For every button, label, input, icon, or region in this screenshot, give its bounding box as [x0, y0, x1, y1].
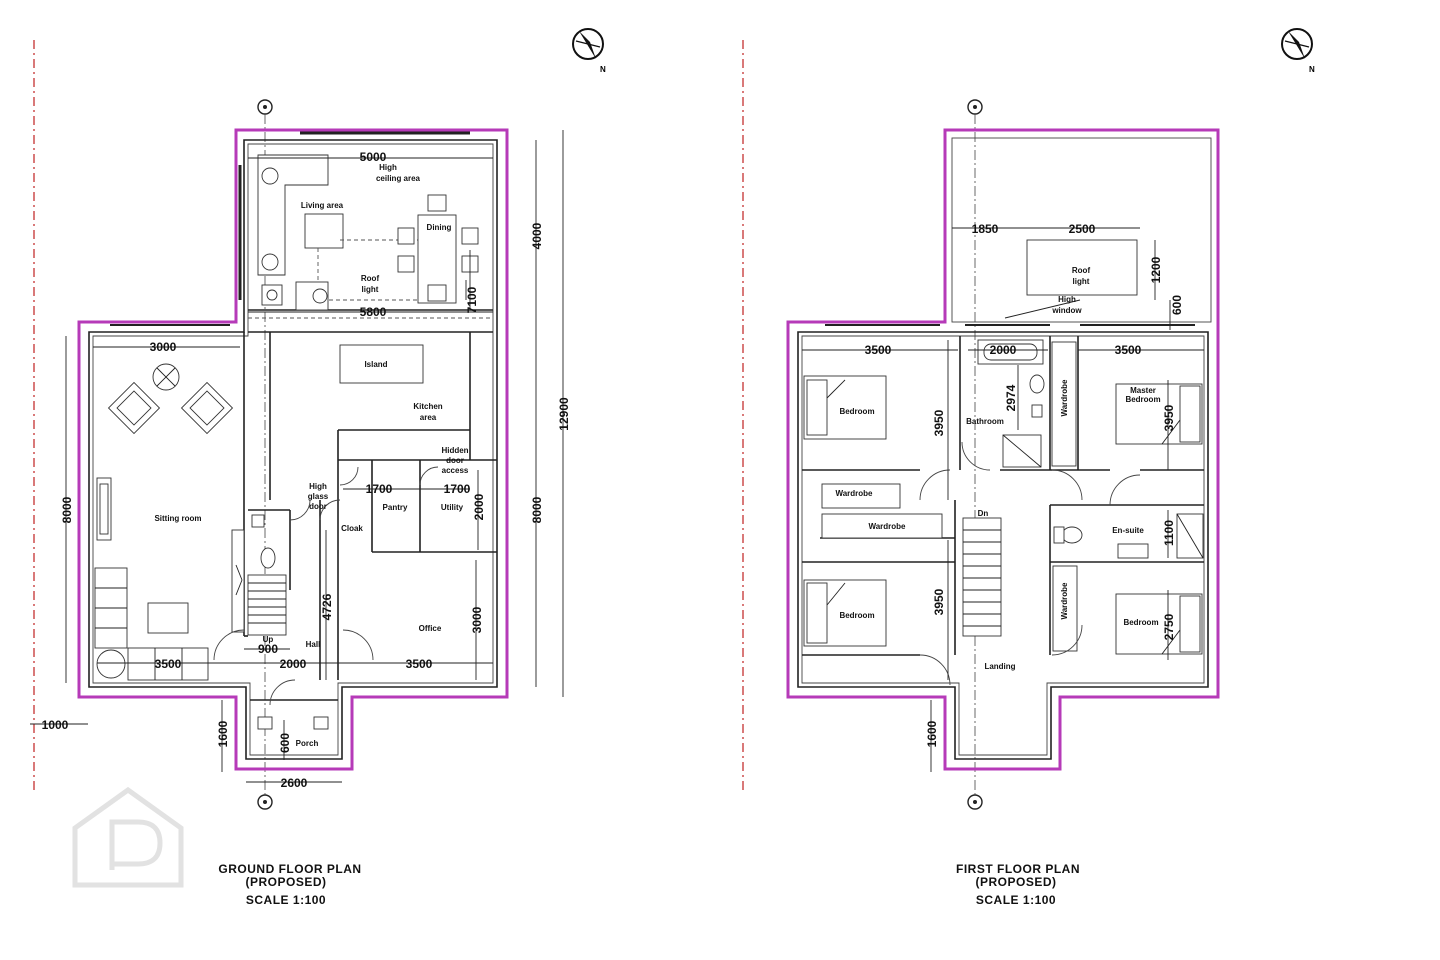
- ff-dim-3950-c: 3950: [932, 588, 946, 615]
- ff-room-label-master-2: Bedroom: [1125, 395, 1160, 404]
- dim-2000-utility: 2000: [472, 493, 486, 520]
- dim-900: 900: [258, 642, 278, 656]
- svg-text:N: N: [1309, 65, 1315, 74]
- room-label-hidden-door: Hidden: [441, 446, 468, 455]
- room-label-utility: Utility: [441, 503, 464, 512]
- ff-room-label-high-window: High: [1058, 295, 1076, 304]
- ff-dim-2500: 2500: [1069, 222, 1096, 236]
- ff-room-label-bedroom1: Bedroom: [839, 407, 874, 416]
- room-label-office: Office: [419, 624, 442, 633]
- ff-dim-600: 600: [1170, 295, 1184, 315]
- ff-room-label-bedroom2: Bedroom: [839, 611, 874, 620]
- first-floor-plan: Roof light High window Bedroom Bathroom …: [786, 128, 1220, 907]
- ground-floor-scale: SCALE 1:100: [246, 893, 326, 907]
- room-label-kitchen: Kitchen: [413, 402, 442, 411]
- dim-600: 600: [278, 733, 292, 753]
- ff-dim-3950-b: 3950: [1162, 404, 1176, 431]
- dim-5800: 5800: [360, 305, 387, 319]
- room-label-living: Living area: [301, 201, 344, 210]
- ff-room-label-wardrobe2: Wardrobe: [868, 522, 906, 531]
- ground-floor-subtitle: (PROPOSED): [245, 875, 326, 889]
- ff-dim-2750: 2750: [1162, 613, 1176, 640]
- dim-1600: 1600: [216, 720, 230, 747]
- dim-4000: 4000: [530, 222, 544, 249]
- room-label-hall: Hall: [306, 640, 321, 649]
- ff-room-label-dn: Dn: [978, 509, 989, 518]
- first-floor-boundary: [786, 128, 1220, 771]
- ff-dim-1100: 1100: [1162, 520, 1176, 546]
- dim-1700-pantry: 1700: [366, 482, 393, 496]
- room-label-hidden-door-2: door: [446, 456, 464, 465]
- section-marker-icon: [257, 99, 983, 810]
- room-label-high-ceiling: High: [379, 163, 397, 172]
- first-floor-title: FIRST FLOOR PLAN: [956, 862, 1080, 876]
- dim-8000-left: 8000: [60, 496, 74, 523]
- ff-dim-2000: 2000: [990, 343, 1017, 357]
- ground-floor-title: GROUND FLOOR PLAN: [218, 862, 361, 876]
- north-arrow-icon: N: [1281, 28, 1315, 74]
- ff-room-label-bathroom: Bathroom: [966, 417, 1004, 426]
- ff-room-label-wardrobe1: Wardrobe: [835, 489, 873, 498]
- room-label-cloak: Cloak: [341, 524, 363, 533]
- ff-room-label-bedroom3: Bedroom: [1123, 618, 1158, 627]
- ff-room-label-landing: Landing: [984, 662, 1015, 671]
- dim-3000-sitting: 3000: [150, 340, 177, 354]
- dim-3500-left: 3500: [155, 657, 182, 671]
- dim-1000: 1000: [42, 718, 69, 732]
- room-label-rooflight: Roof: [361, 274, 380, 283]
- dim-3500-right: 3500: [406, 657, 433, 671]
- room-label-kitchen-2: area: [420, 413, 437, 422]
- room-label-porch: Porch: [296, 739, 319, 748]
- dim-8000-right: 8000: [530, 496, 544, 523]
- room-label-rooflight-2: light: [362, 285, 379, 294]
- room-label-high-glass-2: glass: [308, 492, 329, 501]
- ff-room-label-master: Master: [1130, 386, 1156, 395]
- dim-3000-office: 3000: [470, 606, 484, 633]
- north-arrow-icon: N: [572, 28, 606, 74]
- dim-1700-utility: 1700: [444, 482, 471, 496]
- ff-dim-2974: 2974: [1004, 384, 1018, 411]
- room-label-high-glass-3: door: [309, 502, 327, 511]
- svg-text:N: N: [600, 65, 606, 74]
- ff-room-label-wardrobe-v2: Wardrobe: [1060, 582, 1069, 620]
- dim-7100: 7100: [465, 286, 479, 313]
- ff-dim-3500-left: 3500: [865, 343, 892, 357]
- dim-2600: 2600: [281, 776, 308, 790]
- dim-5000: 5000: [360, 150, 387, 164]
- ff-room-label-high-window-2: window: [1051, 306, 1082, 315]
- first-floor-subtitle: (PROPOSED): [975, 875, 1056, 889]
- dim-12900: 12900: [557, 397, 571, 431]
- ground-floor-boundary: [77, 128, 509, 771]
- room-label-high-ceiling-2: ceiling area: [376, 174, 421, 183]
- ground-floor-plan: High ceiling area Living area Dining Roo…: [30, 128, 571, 907]
- ff-room-label-rooflight-2: light: [1073, 277, 1090, 286]
- ff-dim-3500-right: 3500: [1115, 343, 1142, 357]
- ff-dim-1200: 1200: [1149, 256, 1163, 283]
- ff-dim-1600: 1600: [925, 720, 939, 747]
- ff-room-label-ensuite: En-suite: [1112, 526, 1144, 535]
- ff-room-label-wardrobe-v1: Wardrobe: [1060, 379, 1069, 417]
- room-label-pantry: Pantry: [383, 503, 408, 512]
- ff-dim-1850: 1850: [972, 222, 999, 236]
- room-label-sitting: Sitting room: [154, 514, 201, 523]
- first-floor-scale: SCALE 1:100: [976, 893, 1056, 907]
- room-label-dining: Dining: [427, 223, 452, 232]
- room-label-up: Up: [263, 635, 274, 644]
- room-label-island: Island: [364, 360, 387, 369]
- ff-dim-3950-a: 3950: [932, 409, 946, 436]
- room-label-hidden-door-3: access: [442, 466, 469, 475]
- watermark-logo-icon: [72, 786, 184, 888]
- dim-2000-hall: 2000: [280, 657, 307, 671]
- room-label-high-glass: High: [309, 482, 327, 491]
- dim-4726: 4726: [320, 593, 334, 620]
- ff-room-label-rooflight: Roof: [1072, 266, 1091, 275]
